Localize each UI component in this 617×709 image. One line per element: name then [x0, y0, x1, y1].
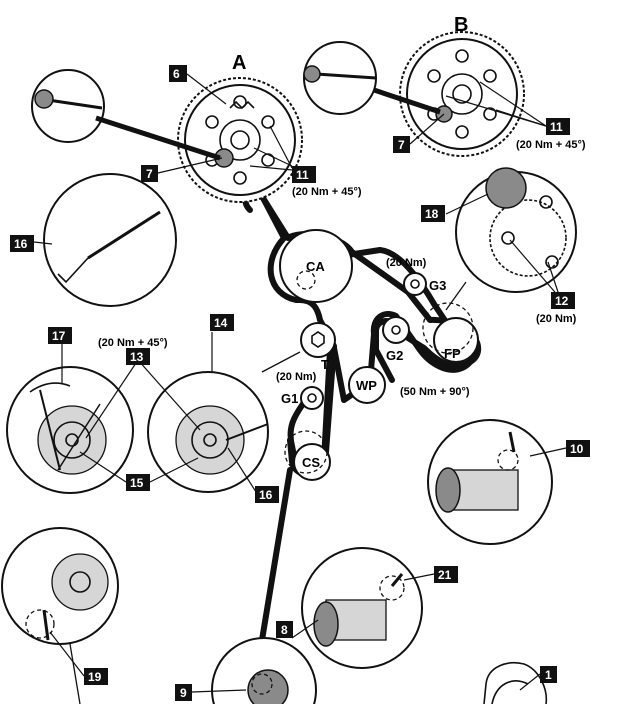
camshaft-sprocket-b: [399, 31, 525, 157]
svg-text:21: 21: [438, 568, 452, 582]
locking-pin-detail-b: [303, 41, 441, 115]
cs-label: CS: [302, 455, 320, 470]
callout-21: 21: [434, 566, 458, 583]
camshaft-sprocket-a: [177, 77, 303, 203]
svg-text:12: 12: [555, 294, 569, 308]
callout-11-a: 11: [292, 166, 316, 183]
g2-torque: (50 Nm + 90°): [400, 386, 470, 398]
water-pump-pulley-wp: [348, 366, 386, 404]
idler-g1: [300, 386, 324, 410]
idler-g2: [382, 316, 410, 344]
svg-text:11: 11: [550, 120, 563, 134]
callout-17: 17: [48, 327, 72, 344]
g3-label: G3: [429, 278, 446, 293]
wp-label: WP: [356, 378, 377, 393]
t-label: T: [321, 357, 329, 372]
svg-text:9: 9: [180, 686, 187, 700]
tensioner-key-tool: [43, 173, 177, 307]
item-1-part: [483, 662, 548, 705]
svg-text:7: 7: [398, 138, 405, 152]
callout-15: 15: [126, 474, 150, 491]
svg-text:14: 14: [214, 316, 228, 330]
svg-text:10: 10: [570, 442, 584, 456]
fp-torque: (20 Nm): [536, 313, 577, 325]
sprocket-b-label: B: [454, 14, 468, 36]
callout-13: 13: [126, 348, 150, 365]
callout-8: 8: [276, 621, 293, 638]
fuel-pump-detail: [445, 167, 577, 311]
svg-text:18: 18: [425, 207, 439, 221]
detail-21: [301, 547, 423, 669]
callout-7-a: 7: [141, 165, 158, 182]
callout-1: 1: [540, 666, 557, 683]
sprocket-b-torque: (20 Nm + 45°): [516, 139, 586, 151]
idler-g3: [403, 272, 427, 296]
ca-label: CA: [306, 259, 325, 274]
callout-19: 19: [84, 668, 108, 685]
svg-text:11: 11: [296, 168, 309, 182]
svg-text:15: 15: [130, 476, 144, 490]
sprocket-a-torque: (20 Nm + 45°): [292, 186, 362, 198]
svg-text:16: 16: [14, 237, 28, 251]
callout-16-a: 16: [10, 235, 34, 252]
callout-12: 12: [551, 292, 575, 309]
detail-9: [211, 637, 317, 709]
tensioner-detail-left: [6, 366, 134, 494]
callout-9: 9: [175, 684, 192, 701]
svg-text:7: 7: [146, 167, 153, 181]
sprocket-a-label: A: [232, 52, 246, 74]
fp-label: FP: [444, 346, 461, 361]
leader-lines: [33, 73, 567, 693]
g1-label: G1: [281, 391, 298, 406]
tensioner-t: [300, 322, 336, 358]
detail-19: [1, 527, 119, 705]
callout-6: 6: [169, 65, 187, 82]
callout-11-b: 11: [546, 118, 570, 135]
camshaft-pulley-ca: [279, 229, 353, 303]
svg-text:19: 19: [88, 670, 102, 684]
callout-14: 14: [210, 314, 234, 331]
callout-18: 18: [421, 205, 445, 222]
callout-16-b: 16: [255, 486, 279, 503]
svg-text:8: 8: [281, 623, 288, 637]
g3-torque: (20 Nm): [386, 257, 427, 269]
tensioner-torque: (20 Nm + 45°): [98, 337, 168, 349]
detail-10: [427, 419, 553, 545]
callout-10: 10: [566, 440, 590, 457]
g2-label: G2: [386, 348, 403, 363]
svg-text:1: 1: [545, 668, 552, 682]
callout-7-b: 7: [393, 136, 410, 153]
svg-text:16: 16: [259, 488, 273, 502]
crankshaft-sprocket-cs: [284, 430, 331, 481]
svg-text:13: 13: [130, 350, 144, 364]
locking-pin-detail-a: [31, 69, 221, 161]
svg-text:6: 6: [173, 67, 180, 81]
fuel-pump-pulley-fp: [422, 302, 479, 363]
belt-crank-drop: [259, 467, 293, 643]
svg-text:17: 17: [52, 329, 66, 343]
g1-torque: (20 Nm): [276, 371, 317, 383]
